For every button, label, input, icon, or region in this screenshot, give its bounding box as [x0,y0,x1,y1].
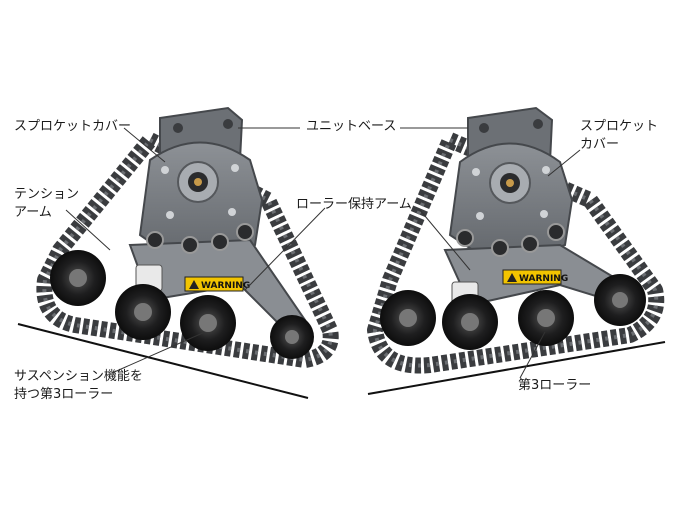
right-ground-line [367,341,666,395]
right-warning-text: WARNING [519,274,568,284]
leader-suspension-roller [111,331,206,374]
right-warning-sticker [502,269,562,285]
right-wheel-front [380,290,436,346]
label-right-sprocket-cover: スプロケット カバー [580,119,659,152]
right-third-roller [518,290,574,346]
label-roller-holding-arm: ローラー保持アーム [296,197,412,212]
label-unit-base: ユニットベース [306,119,397,134]
right-sprocket-cover [448,142,574,270]
label-left-sprocket-cover: スプロケットカバー [14,119,132,134]
left-wheel-rear [270,315,314,359]
left-sprocket-cover [138,141,264,272]
left-warning-text: WARNING [201,281,250,291]
leader-roller-arm-right [419,209,471,271]
leader-roller-arm-left [244,207,326,291]
leader-right-sprocket-cover [547,149,581,177]
left-track-unit: WARNING [36,106,339,368]
leader-third-roller [519,331,546,379]
right-wheel-rear [594,274,646,326]
left-wheel-front [50,250,106,306]
left-third-roller [180,295,236,351]
label-tension-arm: テンション アーム [14,187,80,220]
right-wheel-second [442,294,498,350]
label-third-roller: 第3ローラー [518,378,592,393]
leader-tension-arm [65,209,111,251]
left-ground-line [17,323,309,399]
leader-left-sprocket-cover [123,127,166,163]
label-suspension-third-roller: サスペンション機能を 持つ第3ローラー [14,369,143,402]
left-warning-sticker [184,276,244,292]
left-wheel-second [115,284,171,340]
right-track-unit: WARNING [367,106,665,374]
